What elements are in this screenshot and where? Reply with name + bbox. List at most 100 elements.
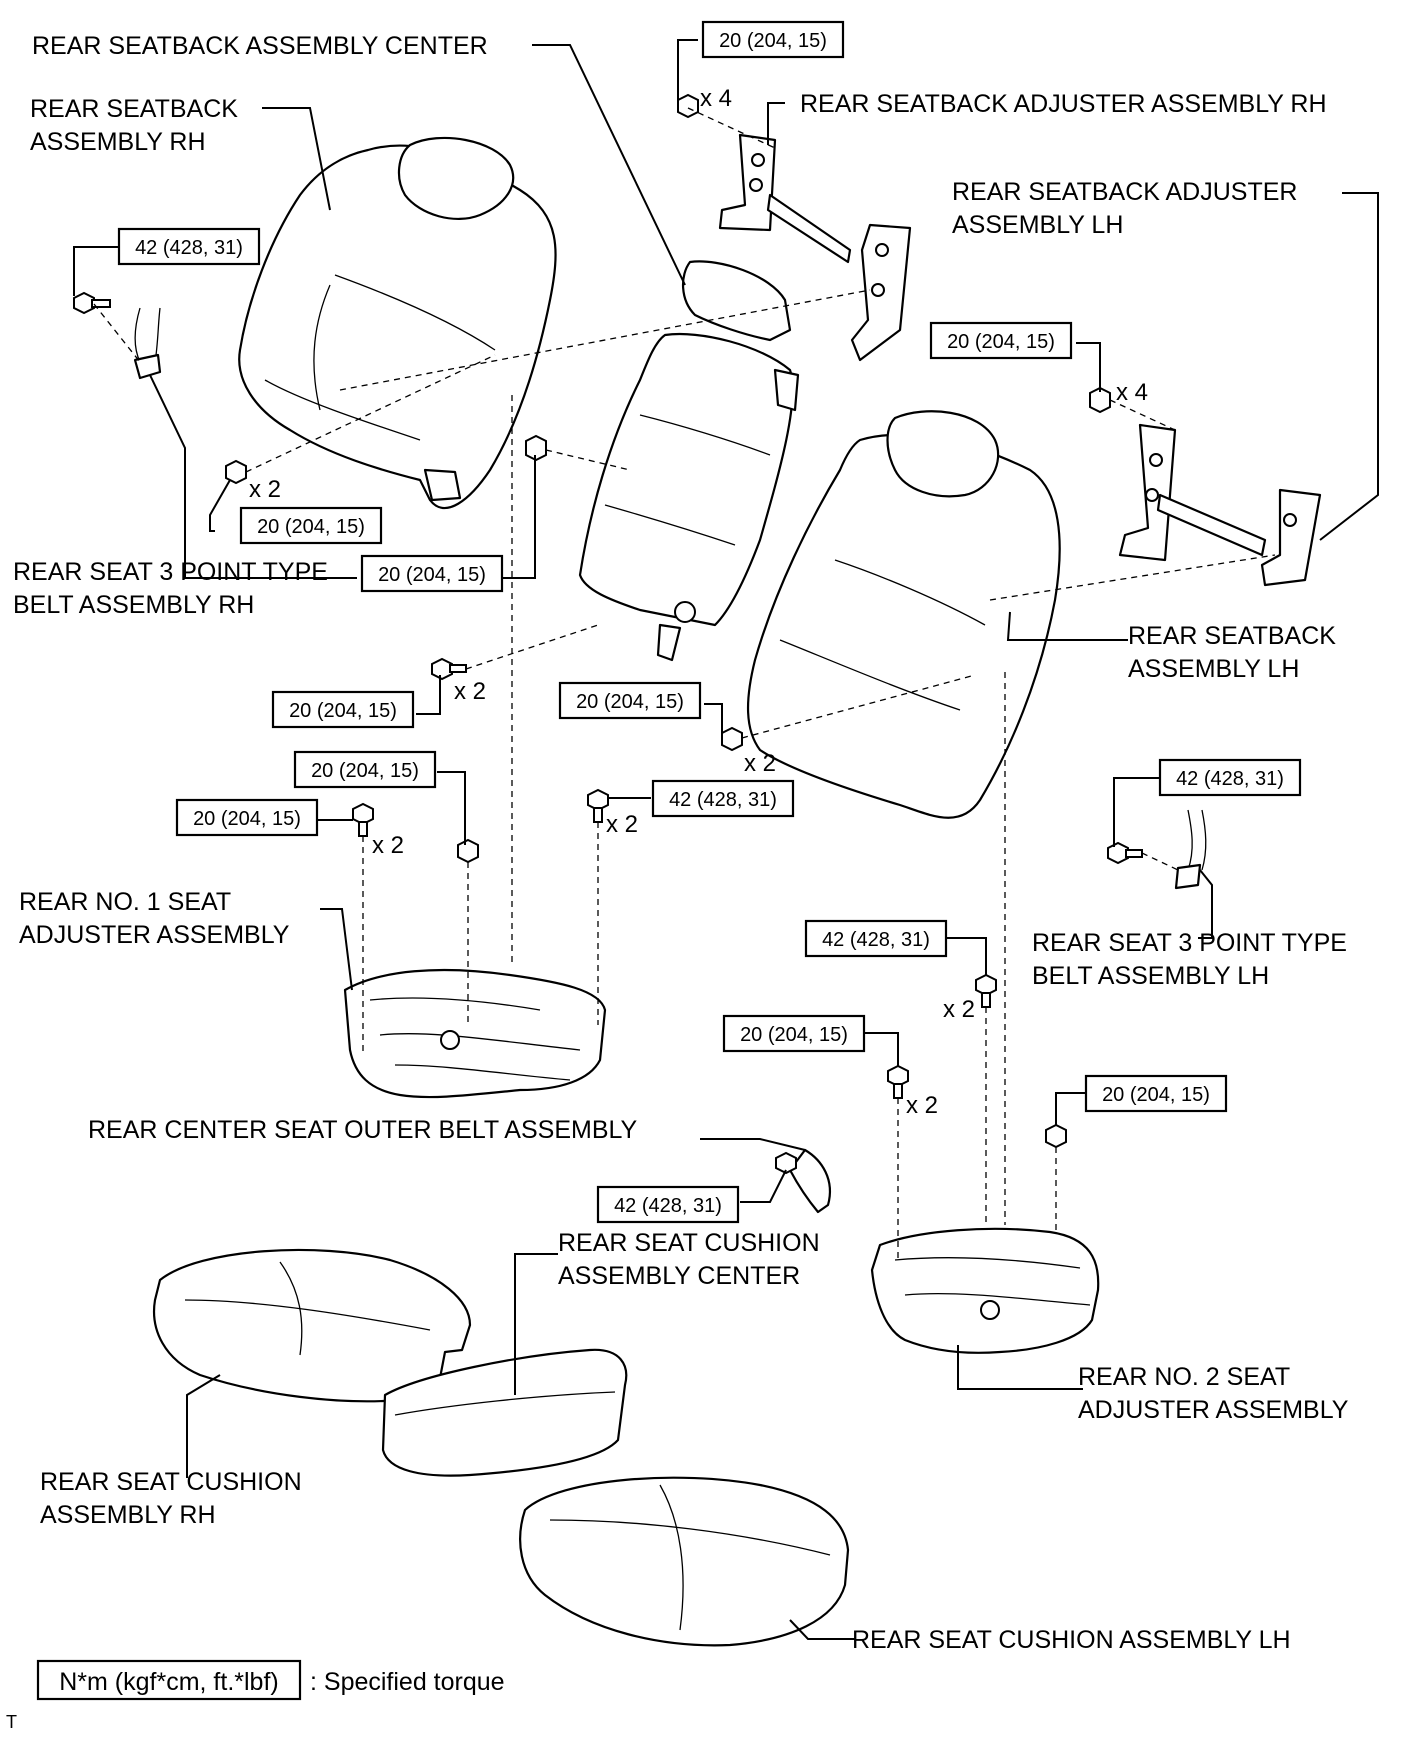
torque-adj2-nut: 20 (204, 15) xyxy=(1084,1074,1228,1113)
label-center-outer-belt: REAR CENTER SEAT OUTER BELT ASSEMBLY xyxy=(88,1116,638,1144)
rear-seatback-adjuster-assembly-rh xyxy=(718,133,912,362)
torque-adj1-bolt: 20 (204, 15) xyxy=(175,798,319,837)
footer-mark: T xyxy=(6,1712,17,1732)
qty-adj1-left: x 2 xyxy=(372,832,404,859)
label-belt-rh-2: BELT ASSEMBLY RH xyxy=(13,591,254,619)
label-cushion-rh-2: ASSEMBLY RH xyxy=(40,1501,216,1529)
legend-box-text: N*m (kgf*cm, ft.*lbf) xyxy=(59,1668,278,1696)
label-cushion-rh-1: REAR SEAT CUSHION xyxy=(40,1468,302,1496)
rear-seat-cushion-assembly-center xyxy=(381,1348,628,1477)
bolt-icon xyxy=(587,788,609,812)
nut-icon xyxy=(1045,1123,1067,1149)
bolt-shank-icon xyxy=(449,664,467,673)
qty-adj-rh: x 4 xyxy=(700,85,732,112)
torque-center-nut: 20 (204, 15) xyxy=(360,554,504,593)
svg-text:42 (428, 31): 42 (428, 31) xyxy=(1176,768,1284,790)
nut-icon xyxy=(525,434,547,462)
svg-text:42 (428, 31): 42 (428, 31) xyxy=(669,789,777,811)
qty-adj2-bolt2: x 2 xyxy=(906,1092,938,1119)
rear-seat-3-point-belt-rh xyxy=(133,307,162,380)
label-cushion-lh: REAR SEAT CUSHION ASSEMBLY LH xyxy=(852,1626,1291,1654)
label-seatback-rh-2: ASSEMBLY RH xyxy=(30,128,206,156)
label-belt-rh-1: REAR SEAT 3 POINT TYPE xyxy=(13,558,328,586)
qty-center-bolt: x 2 xyxy=(454,678,486,705)
svg-text:20 (204, 15): 20 (204, 15) xyxy=(947,331,1055,353)
torque-adj2-bolt2: 20 (204, 15) xyxy=(722,1014,866,1053)
label-seat-adj2-1: REAR NO. 2 SEAT xyxy=(1078,1363,1290,1391)
svg-text:20 (204, 15): 20 (204, 15) xyxy=(257,516,365,538)
legend: N*m (kgf*cm, ft.*lbf) : Specified torque xyxy=(36,1659,505,1701)
svg-text:20 (204, 15): 20 (204, 15) xyxy=(289,700,397,722)
torque-belt-rh: 42 (428, 31) xyxy=(117,227,261,266)
label-seat-adj1-2: ADJUSTER ASSEMBLY xyxy=(19,921,290,949)
label-seatback-lh-2: ASSEMBLY LH xyxy=(1128,655,1299,683)
bolt-shank-icon xyxy=(91,299,111,308)
bolt-shank-icon xyxy=(358,821,368,837)
rear-center-seat-outer-belt xyxy=(788,1148,831,1214)
label-cushion-center-2: ASSEMBLY CENTER xyxy=(558,1262,800,1290)
torque-adj1-right: 42 (428, 31) xyxy=(651,779,795,818)
rear-seat-3-point-belt-lh xyxy=(1174,809,1207,890)
nut-icon xyxy=(721,726,743,752)
qty-seatback-rh: x 2 xyxy=(249,476,281,503)
rear-seat-cushion-assembly-lh xyxy=(519,1476,850,1647)
torque-lh-nut: 20 (204, 15) xyxy=(558,681,702,720)
qty-adj2-bolt: x 2 xyxy=(943,996,975,1023)
torque-belt-lh: 42 (428, 31) xyxy=(1158,758,1302,797)
label-seatback-center: REAR SEATBACK ASSEMBLY CENTER xyxy=(32,32,488,60)
svg-text:20 (204, 15): 20 (204, 15) xyxy=(311,760,419,782)
alignment-lines xyxy=(93,107,1276,1260)
torque-boxes: 20 (204, 15) 42 (428, 31) 20 (204, 15) 2… xyxy=(117,20,1302,1224)
rear-seatback-assembly-center xyxy=(578,260,800,662)
label-seat-adj1-1: REAR NO. 1 SEAT xyxy=(19,888,231,916)
rear-no1-seat-adjuster-assembly xyxy=(343,968,607,1099)
svg-text:20 (204, 15): 20 (204, 15) xyxy=(1102,1084,1210,1106)
label-adjuster-lh-2: ASSEMBLY LH xyxy=(952,211,1123,239)
label-belt-lh-2: BELT ASSEMBLY LH xyxy=(1032,962,1269,990)
svg-text:20 (204, 15): 20 (204, 15) xyxy=(576,691,684,713)
qty-adj-lh: x 4 xyxy=(1116,379,1148,406)
bolt-shank-icon xyxy=(1125,849,1143,858)
label-seatback-lh-1: REAR SEATBACK xyxy=(1128,622,1336,650)
label-seat-adj2-2: ADJUSTER ASSEMBLY xyxy=(1078,1396,1349,1424)
torque-adj-rh-top: 20 (204, 15) xyxy=(701,20,845,59)
bolt-icon xyxy=(431,657,453,681)
svg-text:20 (204, 15): 20 (204, 15) xyxy=(193,808,301,830)
torque-adj2-bolt: 42 (428, 31) xyxy=(804,919,948,958)
label-seatback-rh-1: REAR SEATBACK xyxy=(30,95,238,123)
bolt-shank-icon xyxy=(893,1083,903,1099)
svg-text:20 (204, 15): 20 (204, 15) xyxy=(740,1024,848,1046)
part-labels: REAR SEATBACK ASSEMBLY CENTER REAR SEATB… xyxy=(13,32,1349,1654)
svg-text:20 (204, 15): 20 (204, 15) xyxy=(719,30,827,52)
torque-center-belt: 42 (428, 31) xyxy=(596,1185,740,1224)
rear-no2-seat-adjuster-assembly xyxy=(870,1227,1100,1354)
label-adjuster-lh-1: REAR SEATBACK ADJUSTER xyxy=(952,178,1297,206)
torque-adj-lh: 20 (204, 15) xyxy=(929,321,1073,360)
torque-adj1-nut: 20 (204, 15) xyxy=(293,750,437,789)
label-adjuster-rh: REAR SEATBACK ADJUSTER ASSEMBLY RH xyxy=(800,90,1327,118)
legend-box xyxy=(36,1659,302,1701)
quantity-marks: x 4 x 4 x 2 x 2 x 2 x 2 x 2 x 2 x 2 xyxy=(249,85,1148,1119)
bolt-shank-icon xyxy=(593,807,603,823)
leader-lines xyxy=(73,39,1379,1640)
qty-adj1-right: x 2 xyxy=(606,811,638,838)
nut-icon xyxy=(225,459,247,485)
svg-text:42 (428, 31): 42 (428, 31) xyxy=(614,1195,722,1217)
nut-icon xyxy=(677,93,699,119)
torque-seatback-rh-nut: 20 (204, 15) xyxy=(239,506,383,545)
nut-icon xyxy=(457,838,479,864)
torque-center-bolt: 20 (204, 15) xyxy=(271,690,415,729)
legend-description: : Specified torque xyxy=(310,1668,505,1696)
svg-text:42 (428, 31): 42 (428, 31) xyxy=(135,237,243,259)
bolt-shank-icon xyxy=(981,992,991,1008)
rear-seat-cushion-assembly-rh xyxy=(153,1248,472,1403)
bolt-icon xyxy=(775,1151,797,1175)
rear-seatback-adjuster-assembly-lh xyxy=(1118,423,1322,587)
rear-seatback-assembly-rh xyxy=(238,136,557,510)
svg-text:42 (428, 31): 42 (428, 31) xyxy=(822,929,930,951)
rear-seatback-assembly-lh xyxy=(747,410,1061,819)
qty-lh-nut: x 2 xyxy=(744,750,776,777)
svg-text:20 (204, 15): 20 (204, 15) xyxy=(378,564,486,586)
label-cushion-center-1: REAR SEAT CUSHION xyxy=(558,1229,820,1257)
